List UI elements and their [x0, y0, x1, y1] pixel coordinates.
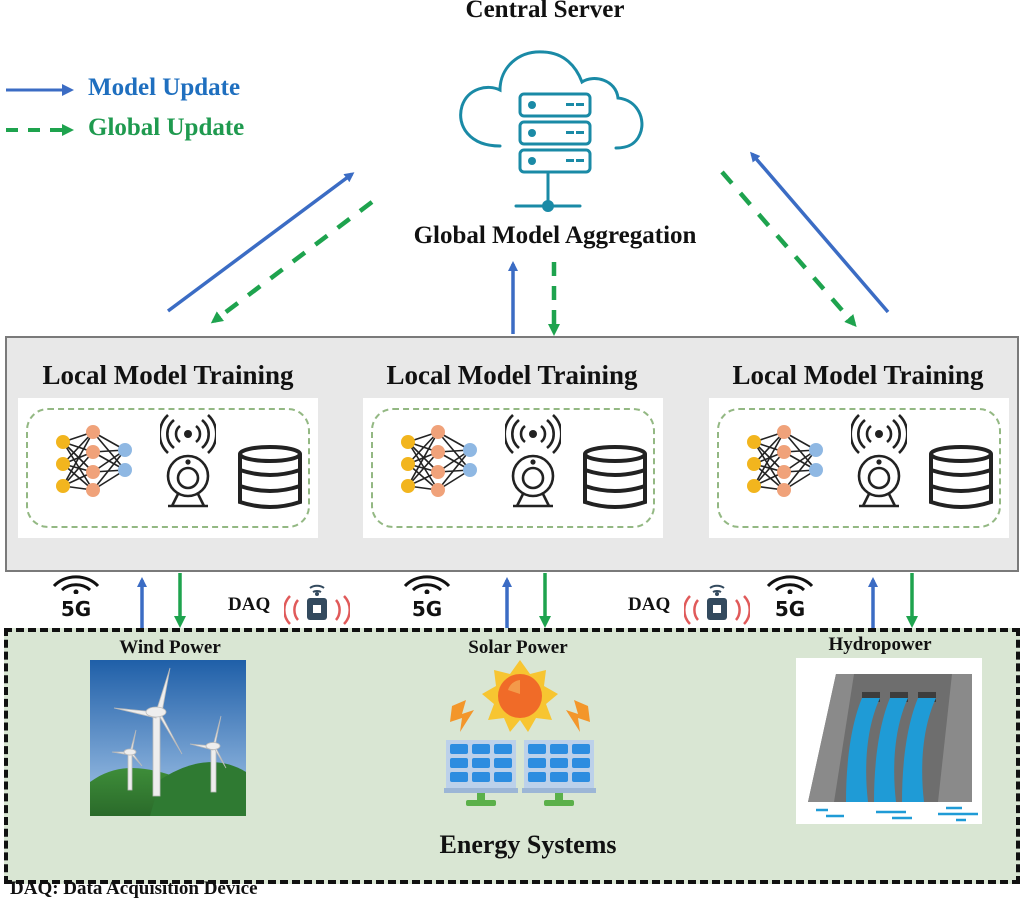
iot-sensor-icon — [851, 414, 907, 508]
energy-systems-title: Energy Systems — [439, 830, 617, 859]
fiveg-label: 5G — [60, 597, 92, 621]
daq-label-1: DAQ — [228, 594, 271, 615]
fiveg-badge-3: 5G — [762, 572, 818, 621]
daq-device-icon — [284, 584, 350, 625]
local-node-boundary — [717, 408, 1001, 528]
daq-label-2: DAQ — [628, 594, 671, 615]
local-training-node-1 — [18, 398, 318, 538]
model-update-arrow-left — [166, 172, 355, 313]
local-training-node-3 — [709, 398, 1009, 538]
neural-network-icon — [747, 425, 823, 497]
global-update-arrow-left — [210, 200, 374, 324]
wind-turbine-icon — [90, 660, 246, 816]
database-icon — [929, 445, 993, 509]
fiveg-label: 5G — [411, 597, 443, 621]
hydropower-label: Hydropower — [828, 634, 932, 655]
hydro-dam-icon — [796, 658, 982, 824]
fiveg-label: 5G — [774, 597, 806, 621]
global-update-arrow-right — [720, 170, 857, 328]
fiveg-badge-2: 5G — [399, 572, 455, 621]
wifi-signal-icon — [52, 575, 100, 595]
legend-global-update-arrow — [6, 124, 74, 136]
local-training-title-3: Local Model Training — [732, 360, 984, 390]
wind-power-label: Wind Power — [119, 637, 221, 658]
central-server-title: Central Server — [465, 0, 625, 23]
legend-model-update-label: Model Update — [88, 74, 241, 101]
legend-global-update-label: Global Update — [88, 114, 245, 141]
local-training-title-2: Local Model Training — [386, 360, 638, 390]
legend-model-update-arrow — [6, 84, 74, 96]
local-node-boundary — [371, 408, 655, 528]
model-update-arrow-right — [750, 151, 890, 314]
global-model-aggregation-label: Global Model Aggregation — [413, 222, 697, 249]
neural-network-icon — [401, 425, 477, 497]
local-training-node-2 — [363, 398, 663, 538]
local-training-title-1: Local Model Training — [42, 360, 294, 390]
wifi-signal-icon — [766, 575, 814, 595]
daq-footnote: DAQ: Data Acquisition Device — [10, 878, 258, 899]
fiveg-badge-1: 5G — [48, 572, 104, 621]
database-icon — [238, 445, 302, 509]
cloud-server-icon — [459, 50, 644, 212]
iot-sensor-icon — [160, 414, 216, 508]
neural-network-icon — [56, 425, 132, 497]
solar-panel-icon — [444, 660, 596, 806]
local-node-boundary — [26, 408, 310, 528]
wifi-signal-icon — [403, 575, 451, 595]
iot-sensor-icon — [505, 414, 561, 508]
database-icon — [583, 445, 647, 509]
daq-device-icon — [684, 584, 750, 625]
solar-power-label: Solar Power — [468, 637, 568, 658]
